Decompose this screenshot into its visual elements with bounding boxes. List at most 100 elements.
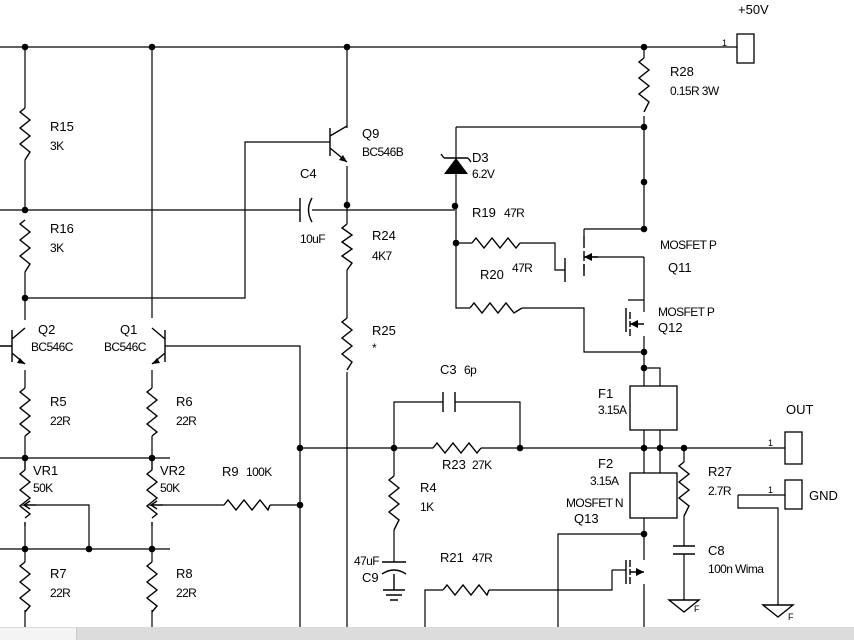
connector-out[interactable] xyxy=(784,431,803,465)
f1-value: 3.15A xyxy=(598,403,627,417)
resistor-r8 xyxy=(145,561,159,613)
resistor-r15 xyxy=(18,107,32,161)
resistor-r9 xyxy=(223,498,271,512)
vr1-ref: VR1 xyxy=(33,463,58,478)
ground-tag-gnd: F xyxy=(788,612,794,622)
q9-ref: Q9 xyxy=(362,126,379,141)
r7-value: 22R xyxy=(50,586,71,600)
c3-ref: C3 xyxy=(440,362,457,377)
r24-ref: R24 xyxy=(372,228,396,243)
r20-value: 47R xyxy=(512,261,533,275)
horizontal-scrollbar[interactable] xyxy=(0,627,854,640)
connector-gnd[interactable] xyxy=(784,479,803,510)
c8-ref: C8 xyxy=(708,543,725,558)
r28-ref: R28 xyxy=(670,64,694,79)
c8-value: 100n Wima xyxy=(708,562,764,576)
resistor-r4 xyxy=(387,475,401,531)
f1-ref: F1 xyxy=(598,386,613,401)
r7-ref: R7 xyxy=(50,566,67,581)
c9-value: 47uF xyxy=(354,554,379,568)
r23-value: 27K xyxy=(472,458,492,472)
c9-ref: C9 xyxy=(362,570,379,585)
resistor-r5 xyxy=(18,387,32,437)
junctions xyxy=(21,43,688,553)
c4-ref: C4 xyxy=(300,166,317,181)
c3-value: 6p xyxy=(464,363,477,377)
r28-value: 0.15R 3W xyxy=(670,84,720,98)
q12-value: MOSFET P xyxy=(658,305,715,319)
vr2-ref: VR2 xyxy=(160,463,185,478)
r15-value: 3K xyxy=(50,139,64,153)
f2-ref: F2 xyxy=(598,456,613,471)
r16-value: 3K xyxy=(50,241,64,255)
q11-value: MOSFET P xyxy=(660,238,717,252)
r16-ref: R16 xyxy=(50,221,74,236)
r5-value: 22R xyxy=(50,414,71,428)
vr2-value: 50K xyxy=(160,481,180,495)
transistor-symbols xyxy=(0,125,644,584)
q2-ref: Q2 xyxy=(38,322,55,337)
q11-ref: Q11 xyxy=(668,260,692,275)
fuse-f1 xyxy=(629,385,678,431)
resistor-r28 xyxy=(637,57,651,113)
transistor-q2 xyxy=(0,327,26,365)
fuse-f2 xyxy=(629,472,678,519)
resistor-r6 xyxy=(145,387,159,437)
out-pin: 1 xyxy=(768,438,773,448)
gnd-pin: 1 xyxy=(768,485,773,495)
r25-ref: R25 xyxy=(372,323,396,338)
ground-symbols: F F xyxy=(383,574,795,622)
r21-value: 47R xyxy=(472,551,493,565)
q1-value: BC546C xyxy=(104,340,147,354)
vr1-value: 50K xyxy=(33,481,53,495)
r6-ref: R6 xyxy=(176,394,193,409)
q9-value: BC546B xyxy=(362,145,404,159)
r20-ref: R20 xyxy=(480,267,504,282)
resistor-vr2 xyxy=(145,458,159,526)
q1-ref: Q1 xyxy=(120,322,137,337)
r27-value: 2.7R xyxy=(708,484,732,498)
r27-ref: R27 xyxy=(708,464,732,479)
ground-tag-c8: F xyxy=(694,604,700,614)
transistor-q9 xyxy=(329,125,348,163)
q2-value: BC546C xyxy=(31,340,74,354)
scrollbar-thumb[interactable] xyxy=(0,628,77,640)
r23-ref: R23 xyxy=(442,457,466,472)
labels: +50V 1 OUT 1 GND 1 R15 3K R16 3K Q9 BC54… xyxy=(31,2,838,600)
transistor-q1 xyxy=(151,327,166,365)
capacitor-c4 xyxy=(299,197,313,223)
gnd-label: GND xyxy=(809,488,838,503)
d3-value: 6.2V xyxy=(472,167,495,181)
r5-ref: R5 xyxy=(50,394,67,409)
q12-ref: Q12 xyxy=(658,320,683,335)
r24-value: 4K7 xyxy=(372,249,392,263)
resistor-r16 xyxy=(18,219,32,273)
r8-ref: R8 xyxy=(176,566,193,581)
r15-ref: R15 xyxy=(50,119,74,134)
wires xyxy=(0,46,785,627)
zener-d3 xyxy=(440,153,472,174)
resistor-vr1 xyxy=(18,458,32,526)
capacitor-c9 xyxy=(381,561,407,575)
resistor-r27 xyxy=(677,461,691,517)
c4-value: 10uF xyxy=(300,232,325,246)
capacitor-symbols xyxy=(299,197,695,575)
resistor-r19 xyxy=(471,236,521,250)
capacitor-c8 xyxy=(673,545,695,555)
r19-ref: R19 xyxy=(472,205,496,220)
r25-value: * xyxy=(372,341,377,355)
resistor-r7 xyxy=(18,561,32,613)
q13-ref: Q13 xyxy=(574,511,599,526)
supply-pin: 1 xyxy=(722,38,727,48)
connector-supply[interactable] xyxy=(736,33,755,64)
resistor-r23 xyxy=(432,441,482,455)
r9-value: 100K xyxy=(246,465,272,479)
q13-value: MOSFET N xyxy=(566,496,623,510)
d3-ref: D3 xyxy=(472,150,489,165)
transistor-q11 xyxy=(564,236,598,282)
r8-value: 22R xyxy=(176,586,197,600)
capacitor-c3 xyxy=(442,392,456,412)
resistor-r20 xyxy=(469,301,523,315)
r4-ref: R4 xyxy=(420,480,437,495)
